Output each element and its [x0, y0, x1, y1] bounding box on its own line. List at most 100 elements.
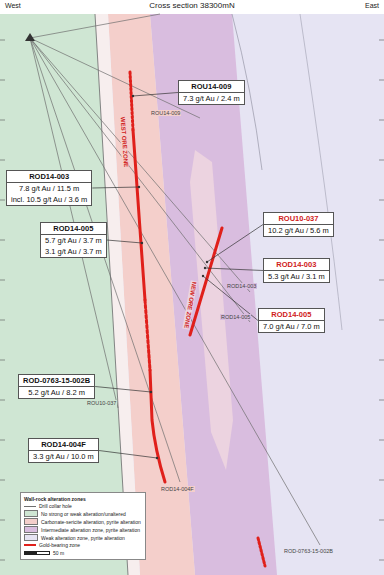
- drill-hole-label: ROU14-009: [150, 110, 181, 116]
- legend-row: Carbonate-sericite alteration, pyrite al…: [24, 518, 142, 525]
- assay-value: 3.1 g/t Au / 3.7 m: [41, 246, 106, 257]
- drill-hole: [30, 38, 250, 292]
- assay-value: 7.0 g/t Au / 7.0 m: [259, 321, 324, 332]
- west-ore-zone-dashed: [145, 300, 150, 370]
- tick: [0, 80, 5, 81]
- tick: [0, 40, 5, 41]
- legend-line-sample: [24, 504, 36, 509]
- hole-id: ROD-0763-15-002B: [19, 375, 94, 387]
- contact-line: [95, 14, 128, 575]
- west-ore-zone: [133, 130, 145, 300]
- west-ore-zone-dashed: [130, 72, 133, 130]
- tick: [0, 120, 5, 121]
- legend-heading: Wall-rock alteration zones: [24, 496, 142, 502]
- tick: [0, 160, 5, 161]
- leader-line: [95, 387, 151, 393]
- legend-text: Intermediate alteration zone, pyrite alt…: [41, 527, 140, 533]
- legend-box: Wall-rock alteration zonesDrill collar h…: [20, 492, 146, 560]
- drill-hole: [30, 14, 160, 38]
- scale-bar-graphic: [24, 551, 50, 555]
- legend-row: No strong or weak alteration/unaltered: [24, 510, 142, 517]
- leader-line: [205, 268, 263, 271]
- assay-callout: ROD-0763-15-002B5.2 g/t Au / 8.2 m: [18, 374, 95, 399]
- tick: [0, 360, 5, 361]
- tick: [379, 200, 384, 201]
- leader-dot: [141, 242, 143, 244]
- tick: [0, 200, 5, 201]
- tick: [379, 160, 384, 161]
- assay-value: 5.3 g/t Au / 3.1 m: [264, 271, 329, 282]
- tick: [379, 560, 384, 561]
- assay-callout: ROD14-0035.3 g/t Au / 3.1 m: [263, 258, 330, 283]
- tick: [0, 240, 5, 241]
- legend-text: No strong or weak alteration/unaltered: [41, 511, 126, 517]
- legend-text: Carbonate-sericite alteration, pyrite al…: [41, 519, 141, 525]
- legend-text: Drill collar hole: [39, 503, 72, 509]
- tick: [379, 120, 384, 121]
- hole-id: ROU10-037: [264, 213, 333, 225]
- tick: [0, 400, 5, 401]
- assay-value: 10.2 g/t Au / 5.6 m: [264, 225, 333, 236]
- assay-value: 3.3 g/t Au / 10.0 m: [29, 451, 98, 462]
- assay-value: incl. 10.5 g/t Au / 3.6 m: [7, 194, 91, 205]
- tick: [0, 440, 5, 441]
- unaltered-zone: [0, 14, 128, 575]
- tick: [0, 520, 5, 521]
- legend-row: Intermediate alteration zone, pyrite alt…: [24, 526, 142, 533]
- assay-value: 7.8 g/t Au / 11.5 m: [7, 183, 91, 194]
- hole-id: ROD14-005: [259, 309, 324, 321]
- leader-line: [133, 93, 178, 97]
- hole-id: ROD14-003: [264, 259, 329, 271]
- leader-dot: [138, 186, 140, 188]
- tick: [0, 480, 5, 481]
- tick: [379, 40, 384, 41]
- legend-swatch: [24, 534, 38, 541]
- scale-label: 50 m: [53, 550, 64, 556]
- direction-label: East: [364, 2, 380, 10]
- drill-hole: [30, 38, 180, 482]
- drill-hole: [30, 38, 118, 408]
- tick: [379, 400, 384, 401]
- tick: [0, 320, 5, 321]
- drill-hole-label: ROU10-037: [86, 400, 117, 406]
- ore-zone-name: NEW ORE ZONE: [182, 280, 197, 329]
- tick: [379, 80, 384, 81]
- leader-dot: [132, 95, 134, 97]
- ore-zones: [130, 72, 265, 566]
- tick: [379, 240, 384, 241]
- leader-dot: [202, 275, 204, 277]
- ore-zone-dashed: [258, 538, 265, 566]
- tick: [379, 280, 384, 281]
- leader-dot: [204, 267, 206, 269]
- drill-hole-label: ROD14-004F: [160, 486, 195, 492]
- hole-id: ROD14-005: [41, 223, 106, 235]
- legend-row: Gold-bearing zone: [24, 542, 142, 548]
- leader-line: [107, 240, 142, 243]
- legend-line-sample: [24, 543, 36, 548]
- assay-callout: ROD14-0037.8 g/t Au / 11.5 mincl. 10.5 g…: [6, 170, 92, 206]
- hole-id: ROD14-004F: [29, 439, 98, 451]
- assay-value: 5.2 g/t Au / 8.2 m: [19, 387, 94, 398]
- legend-row: Drill collar hole: [24, 503, 142, 509]
- legend-row: Weak alteration zone, pyrite alteration: [24, 534, 142, 541]
- ore-zone-name: WEST ORE ZONE: [119, 116, 130, 169]
- hole-id: ROD14-003: [7, 171, 91, 183]
- leader-line: [203, 276, 258, 321]
- tick: [0, 280, 5, 281]
- tick: [0, 560, 5, 561]
- drill-hole-label: ROD-0763-15-002B: [283, 548, 334, 554]
- leader-line: [92, 187, 139, 188]
- inner-alteration-lens: [190, 150, 233, 470]
- collar-symbol: [25, 33, 35, 41]
- west-ore-zone: [150, 370, 165, 482]
- leader-dot: [156, 457, 158, 459]
- legend-text: Gold-bearing zone: [39, 542, 80, 548]
- assay-value: 5.7 g/t Au / 3.7 m: [41, 235, 106, 246]
- tick: [379, 320, 384, 321]
- leader-dot: [150, 391, 152, 393]
- assay-callout: ROU14-0097.3 g/t Au / 2.4 m: [178, 80, 245, 105]
- drill-hole-label: ROD14-003: [226, 283, 257, 289]
- leader-line: [99, 451, 157, 459]
